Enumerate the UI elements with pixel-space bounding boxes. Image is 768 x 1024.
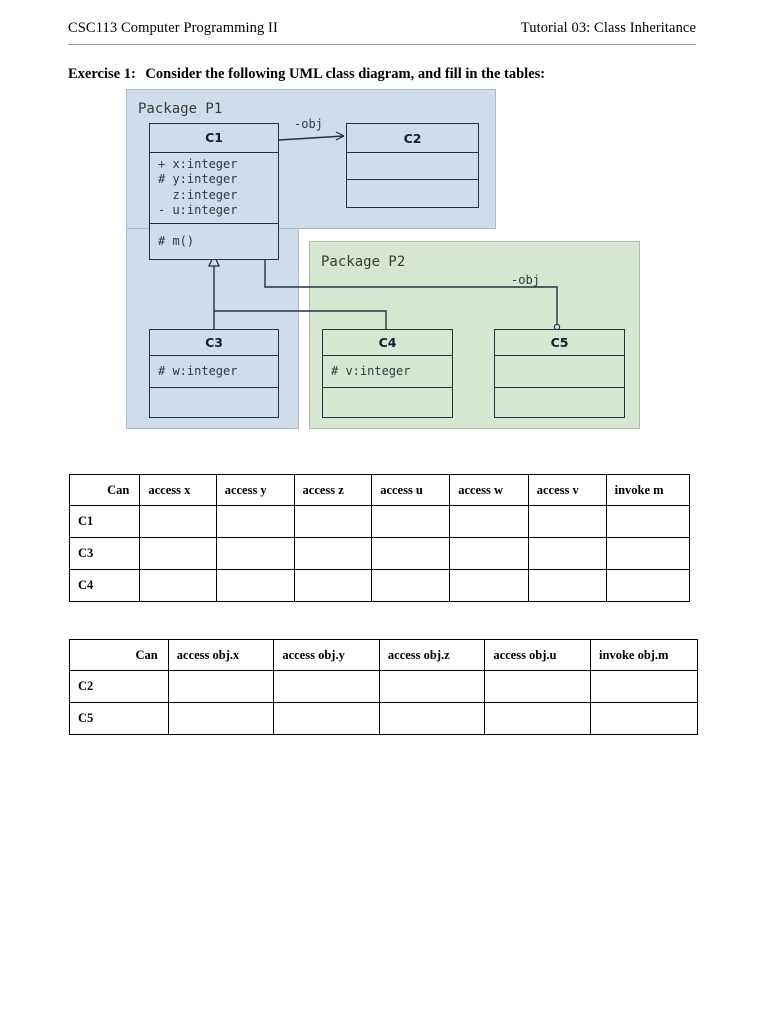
uml-class-c5-operations bbox=[495, 388, 624, 417]
table1-header-access-v: access v bbox=[527, 474, 607, 506]
table-row: C1 bbox=[68, 505, 691, 538]
table2-cell-c5-access-obj-x[interactable] bbox=[167, 702, 275, 735]
table-row: C5 bbox=[69, 702, 698, 735]
uml-attribute: # y:integer bbox=[158, 172, 238, 187]
table2-header-access-obj-z: access obj.z bbox=[378, 639, 486, 671]
table2-cell-c5-access-obj-u[interactable] bbox=[484, 702, 592, 735]
uml-class-c4-attributes: # v:integer bbox=[323, 356, 452, 388]
table2-header-can: Can bbox=[69, 639, 169, 671]
table-header-row: Can access obj.x access obj.y access obj… bbox=[69, 639, 698, 671]
access-table-via-obj: Can access obj.x access obj.y access obj… bbox=[69, 639, 698, 735]
package-p2-label: Package P2 bbox=[321, 254, 406, 270]
uml-class-c1[interactable]: C1 + x:integer # y:integer z:integer - u… bbox=[149, 123, 279, 260]
table1-cell-c3-invoke-m[interactable] bbox=[605, 537, 691, 570]
table1-cell-c3-access-u[interactable] bbox=[371, 537, 451, 570]
table1-cell-c4-access-z[interactable] bbox=[293, 569, 373, 602]
uml-class-c5[interactable]: C5 bbox=[494, 329, 625, 418]
uml-attribute: z:integer bbox=[158, 187, 238, 202]
table1-header-access-z: access z bbox=[293, 474, 373, 506]
table2-header-access-obj-x: access obj.x bbox=[167, 639, 275, 671]
association-label-obj-c5: -obj bbox=[511, 273, 540, 287]
access-table-direct: Can access x access y access z access u … bbox=[68, 474, 691, 602]
uml-attribute: - u:integer bbox=[158, 203, 238, 218]
association-label-obj-c2: -obj bbox=[294, 117, 323, 131]
uml-class-c2-name: C2 bbox=[347, 124, 478, 154]
table1-header-access-y: access y bbox=[215, 474, 295, 506]
uml-class-c3-name: C3 bbox=[150, 330, 278, 357]
table2-cell-c5-access-obj-y[interactable] bbox=[273, 702, 380, 735]
header-divider bbox=[68, 44, 696, 45]
uml-class-c2[interactable]: C2 bbox=[346, 123, 479, 208]
table-header-row: Can access x access y access z access u … bbox=[68, 474, 691, 506]
course-title: CSC113 Computer Programming II bbox=[68, 20, 278, 36]
uml-class-c1-name: C1 bbox=[150, 124, 278, 153]
table2-row-label-c2: C2 bbox=[69, 670, 169, 703]
uml-class-c5-name: C5 bbox=[495, 330, 624, 357]
uml-attribute: + x:integer bbox=[158, 156, 238, 171]
table1-cell-c1-access-w[interactable] bbox=[449, 505, 529, 538]
uml-attribute: # v:integer bbox=[331, 363, 411, 378]
table2-header-access-obj-y: access obj.y bbox=[273, 639, 380, 671]
package-p1-label: Package P1 bbox=[138, 101, 223, 117]
table1-header-access-x: access x bbox=[139, 474, 217, 506]
table1-cell-c4-access-x[interactable] bbox=[139, 569, 217, 602]
table2-cell-c5-invoke-obj-m[interactable] bbox=[590, 702, 698, 735]
uml-class-c4-operations bbox=[323, 388, 452, 417]
tutorial-title: Tutorial 03: Class Inheritance bbox=[520, 20, 696, 36]
table2-header-invoke-obj-m: invoke obj.m bbox=[590, 639, 698, 671]
table2-cell-c5-access-obj-z[interactable] bbox=[378, 702, 486, 735]
table1-cell-c3-access-w[interactable] bbox=[449, 537, 529, 570]
exercise-text: Consider the following UML class diagram… bbox=[145, 66, 546, 82]
table1-cell-c1-invoke-m[interactable] bbox=[605, 505, 691, 538]
table1-cell-c3-access-v[interactable] bbox=[527, 537, 607, 570]
uml-class-c1-operations: # m() bbox=[150, 224, 278, 259]
table1-cell-c1-access-u[interactable] bbox=[371, 505, 451, 538]
uml-class-c4-name: C4 bbox=[323, 330, 452, 357]
uml-class-c1-attributes: + x:integer # y:integer z:integer - u:in… bbox=[150, 153, 278, 224]
table1-cell-c4-access-u[interactable] bbox=[371, 569, 451, 602]
uml-attribute: # w:integer bbox=[158, 363, 238, 378]
table2-cell-c2-invoke-obj-m[interactable] bbox=[590, 670, 698, 703]
table-row: C4 bbox=[68, 569, 691, 602]
table1-header-invoke-m: invoke m bbox=[605, 474, 691, 506]
table1-row-label-c1: C1 bbox=[68, 505, 141, 538]
table2-cell-c2-access-obj-z[interactable] bbox=[378, 670, 486, 703]
exercise-prompt: Exercise 1: Consider the following UML c… bbox=[68, 66, 545, 83]
uml-class-c3-attributes: # w:integer bbox=[150, 356, 278, 388]
uml-class-c3-operations bbox=[150, 388, 278, 417]
table1-cell-c4-access-y[interactable] bbox=[215, 569, 295, 602]
table1-cell-c1-access-v[interactable] bbox=[527, 505, 607, 538]
table2-row-label-c5: C5 bbox=[69, 702, 169, 735]
table-row: C3 bbox=[68, 537, 691, 570]
table1-cell-c1-access-y[interactable] bbox=[215, 505, 295, 538]
uml-class-c4[interactable]: C4 # v:integer bbox=[322, 329, 453, 418]
table2-cell-c2-access-obj-u[interactable] bbox=[484, 670, 592, 703]
table1-cell-c4-access-v[interactable] bbox=[527, 569, 607, 602]
table1-cell-c1-access-x[interactable] bbox=[139, 505, 217, 538]
uml-class-c3[interactable]: C3 # w:integer bbox=[149, 329, 279, 418]
exercise-label: Exercise 1: bbox=[68, 66, 136, 82]
table1-cell-c3-access-y[interactable] bbox=[215, 537, 295, 570]
uml-class-c5-attributes bbox=[495, 356, 624, 388]
table1-cell-c4-invoke-m[interactable] bbox=[605, 569, 691, 602]
table1-cell-c3-access-x[interactable] bbox=[139, 537, 217, 570]
uml-operation: # m() bbox=[158, 233, 195, 248]
table1-cell-c4-access-w[interactable] bbox=[449, 569, 529, 602]
table1-header-can: Can bbox=[68, 474, 141, 506]
table-row: C2 bbox=[69, 670, 698, 703]
uml-class-c2-attributes bbox=[347, 153, 478, 180]
table2-cell-c2-access-obj-y[interactable] bbox=[273, 670, 380, 703]
table1-header-access-u: access u bbox=[371, 474, 451, 506]
table1-cell-c3-access-z[interactable] bbox=[293, 537, 373, 570]
table1-row-label-c4: C4 bbox=[68, 569, 141, 602]
table1-cell-c1-access-z[interactable] bbox=[293, 505, 373, 538]
table1-header-access-w: access w bbox=[449, 474, 529, 506]
table1-row-label-c3: C3 bbox=[68, 537, 141, 570]
uml-class-c2-operations bbox=[347, 180, 478, 207]
page-header: CSC113 Computer Programming II Tutorial … bbox=[68, 20, 696, 37]
table2-cell-c2-access-obj-x[interactable] bbox=[167, 670, 275, 703]
table2-header-access-obj-u: access obj.u bbox=[484, 639, 592, 671]
